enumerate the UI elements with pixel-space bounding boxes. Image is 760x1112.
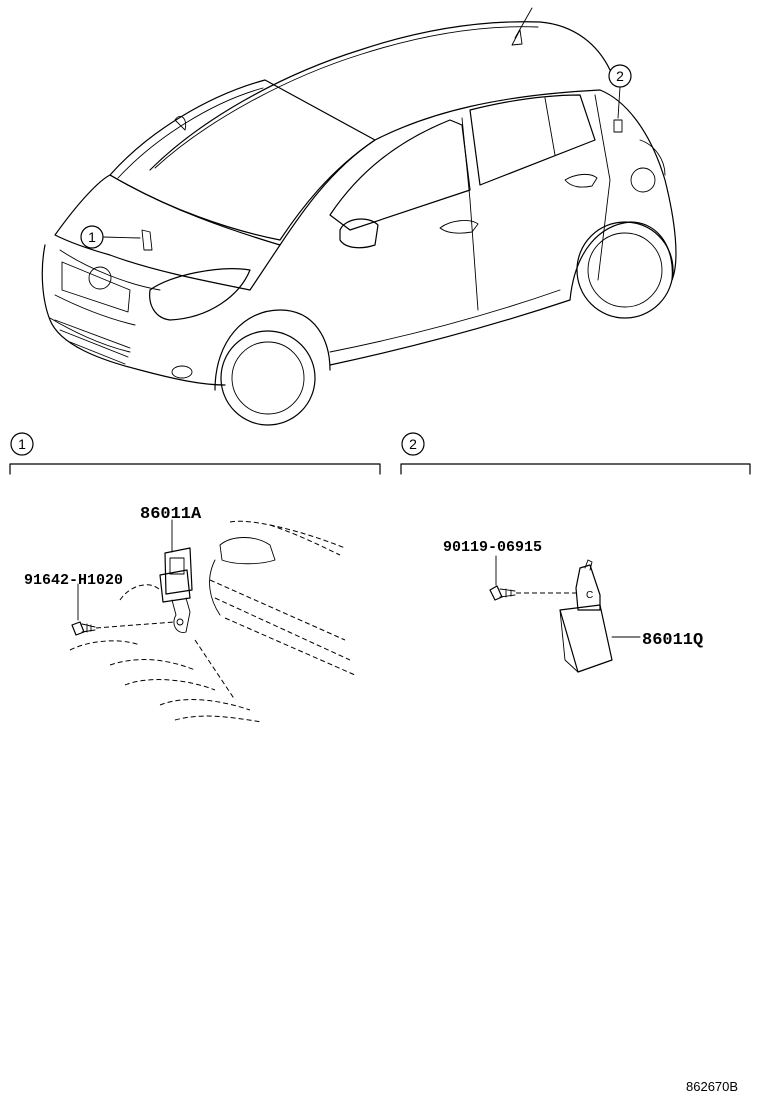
part-label-86011q: 86011Q xyxy=(642,631,703,650)
callout-1-car: 1 xyxy=(80,225,141,249)
section-1-header: 1 xyxy=(9,432,381,475)
diagram-code: 862670B xyxy=(686,1079,738,1094)
bracket-mark: C xyxy=(586,590,593,601)
car-illustration xyxy=(41,7,677,426)
part-label-90119-06915: 90119-06915 xyxy=(443,539,542,556)
part-label-91642-h1020: 91642-H1020 xyxy=(24,572,123,589)
relay-q-detail: C xyxy=(489,555,641,673)
part-label-86011a: 86011A xyxy=(140,505,202,524)
engine-bay-detail xyxy=(69,519,356,723)
callout-1-number: 1 xyxy=(88,229,96,245)
section-2-header: 2 xyxy=(400,432,751,475)
section-1-number: 1 xyxy=(18,436,26,452)
callout-2-number: 2 xyxy=(616,68,624,84)
section-2-number: 2 xyxy=(409,436,417,452)
callout-2-car: 2 xyxy=(608,64,632,119)
